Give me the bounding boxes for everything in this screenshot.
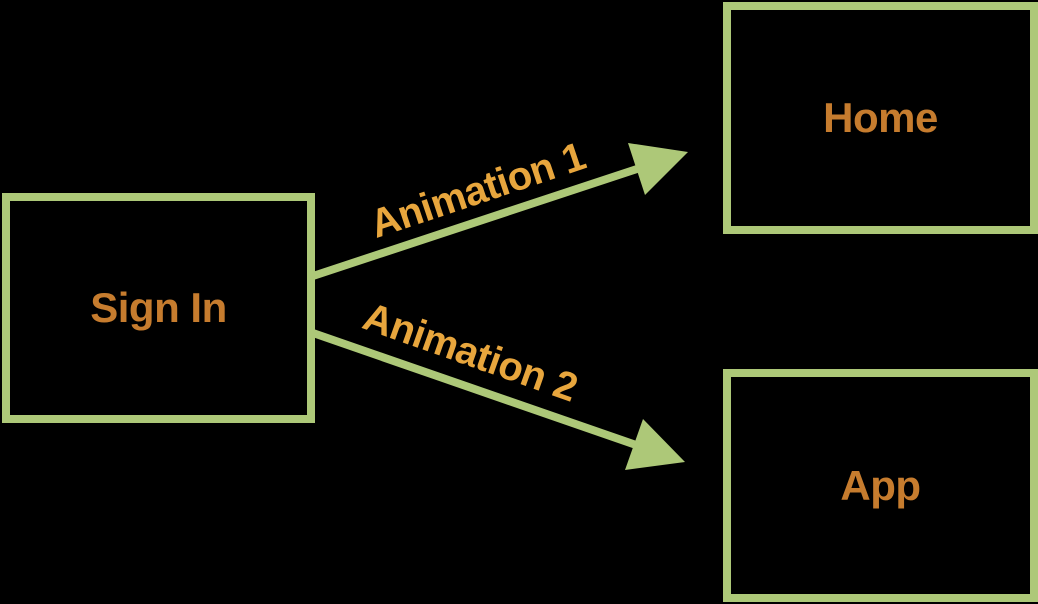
- node-app-label: App: [840, 461, 921, 509]
- node-sign-in-label: Sign In: [90, 284, 227, 331]
- edge-label-animation-2: Animation 2: [357, 294, 583, 411]
- node-home-label: Home: [823, 94, 938, 141]
- arrow-1-head-icon: [628, 143, 688, 195]
- node-sign-in: Sign In: [2, 193, 315, 423]
- node-app: App: [723, 369, 1038, 602]
- node-home: Home: [723, 2, 1038, 234]
- arrow-2-head-icon: [625, 419, 685, 470]
- edge-label-animation-1: Animation 1: [364, 134, 591, 247]
